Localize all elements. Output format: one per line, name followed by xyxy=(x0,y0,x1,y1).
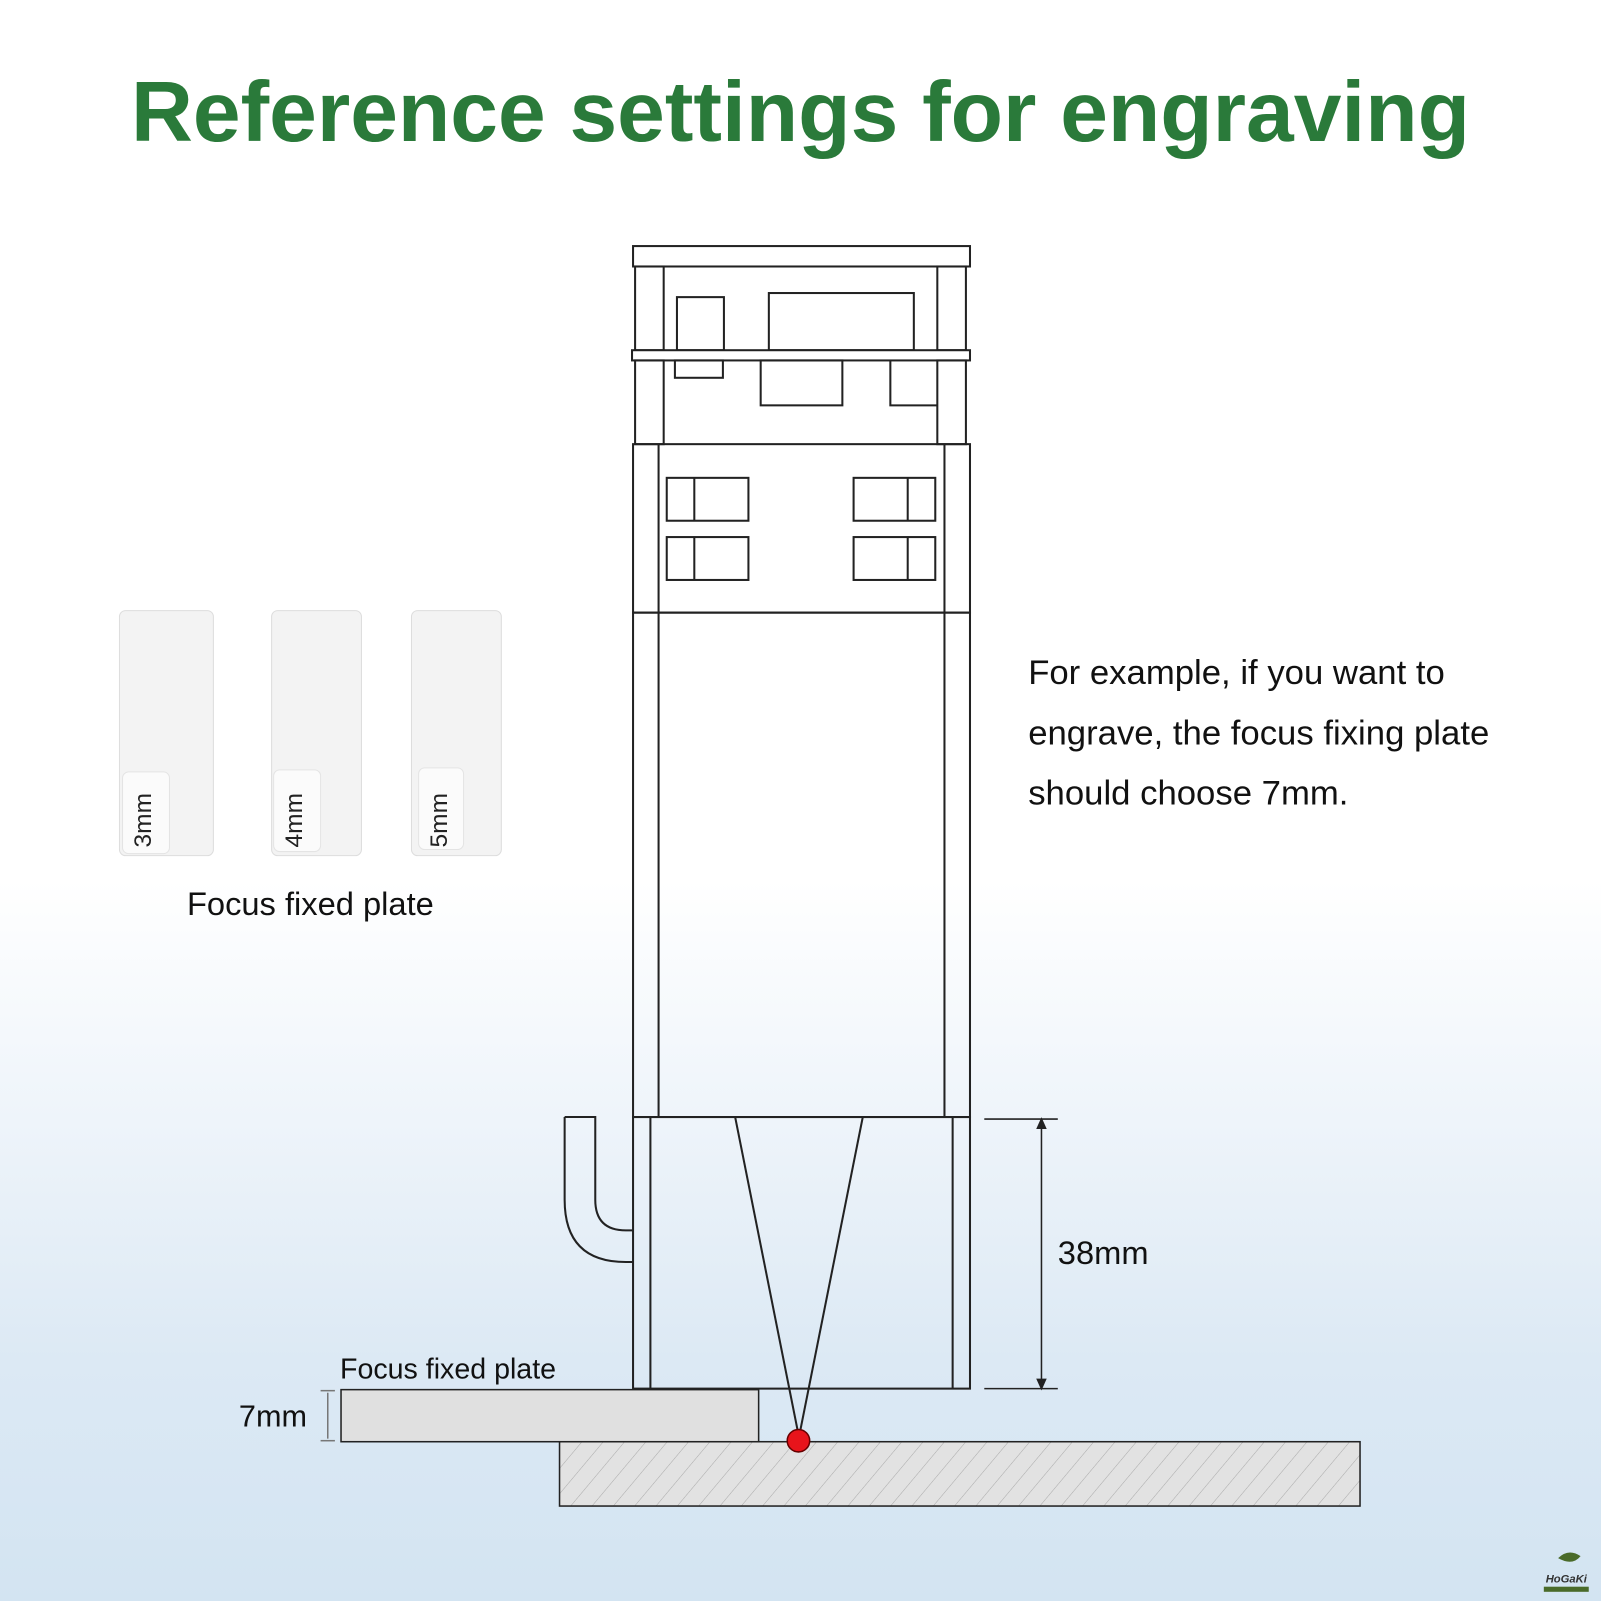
plate-5mm: 5mm xyxy=(410,610,502,857)
description-line-2: engrave, the focus fixing plate xyxy=(1028,714,1489,752)
work-surface xyxy=(558,1440,1361,1507)
svg-text:3mm: 3mm xyxy=(130,793,157,847)
plate-4mm: 4mm xyxy=(271,610,362,857)
focus-plate-label: Focus fixed plate xyxy=(340,1353,556,1385)
description-line-1: For example, if you want to xyxy=(1028,654,1445,692)
description-line-3: should choose 7mm. xyxy=(1028,775,1348,813)
svg-text:5mm: 5mm xyxy=(426,793,453,847)
focus-plate xyxy=(340,1388,760,1443)
page-title: Reference settings for engraving xyxy=(131,64,1470,160)
focus-point xyxy=(786,1428,811,1453)
plates-caption: Focus fixed plate xyxy=(187,885,434,922)
laser-module xyxy=(563,245,972,1430)
brand-logo: HoGaKi xyxy=(1543,1552,1589,1592)
distance-label: 38mm xyxy=(1058,1234,1149,1271)
distance-dimension xyxy=(984,1117,1058,1391)
thickness-label: 7mm xyxy=(239,1399,307,1433)
svg-text:4mm: 4mm xyxy=(281,793,308,847)
svg-text:HoGaKi: HoGaKi xyxy=(1546,1574,1588,1586)
thickness-dimension xyxy=(320,1389,335,1442)
plate-3mm: 3mm xyxy=(118,610,214,857)
